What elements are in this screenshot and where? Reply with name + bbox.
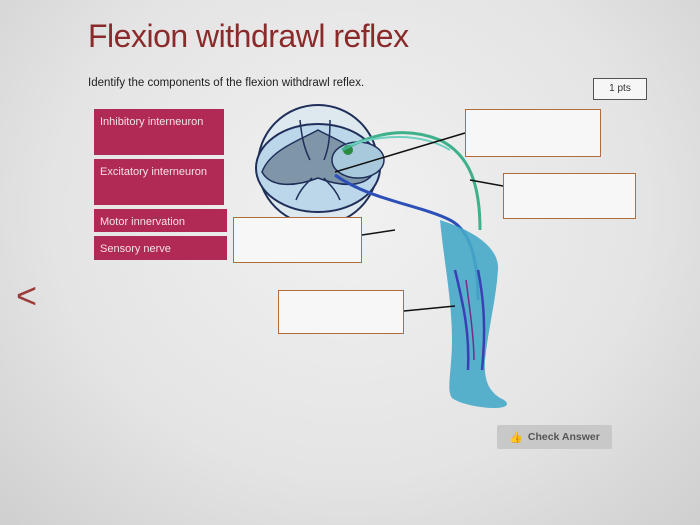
leg-illustration (440, 220, 507, 408)
drop-target-2[interactable] (503, 173, 636, 219)
label-sensory-nerve[interactable]: Sensory nerve (94, 236, 227, 260)
label-excitatory-interneuron[interactable]: Excitatory interneuron (94, 159, 224, 205)
thumbs-up-icon: 👍 (509, 431, 523, 444)
chevron-left-icon[interactable]: < (16, 275, 38, 316)
points-badge: 1 pts (593, 78, 647, 100)
check-answer-label: Check Answer (527, 431, 600, 443)
check-answer-button[interactable]: 👍 Check Answer (497, 425, 612, 449)
label-motor-innervation[interactable]: Motor innervation (94, 209, 227, 232)
label-inhibitory-interneuron[interactable]: Inhibitory interneuron (94, 109, 224, 155)
question-instruction: Identify the components of the flexion w… (88, 77, 365, 89)
drop-target-3[interactable] (233, 217, 362, 263)
drop-target-4[interactable] (278, 290, 404, 334)
page-title: Flexion withdrawl reflex (88, 18, 409, 54)
drop-target-1[interactable] (465, 109, 601, 157)
